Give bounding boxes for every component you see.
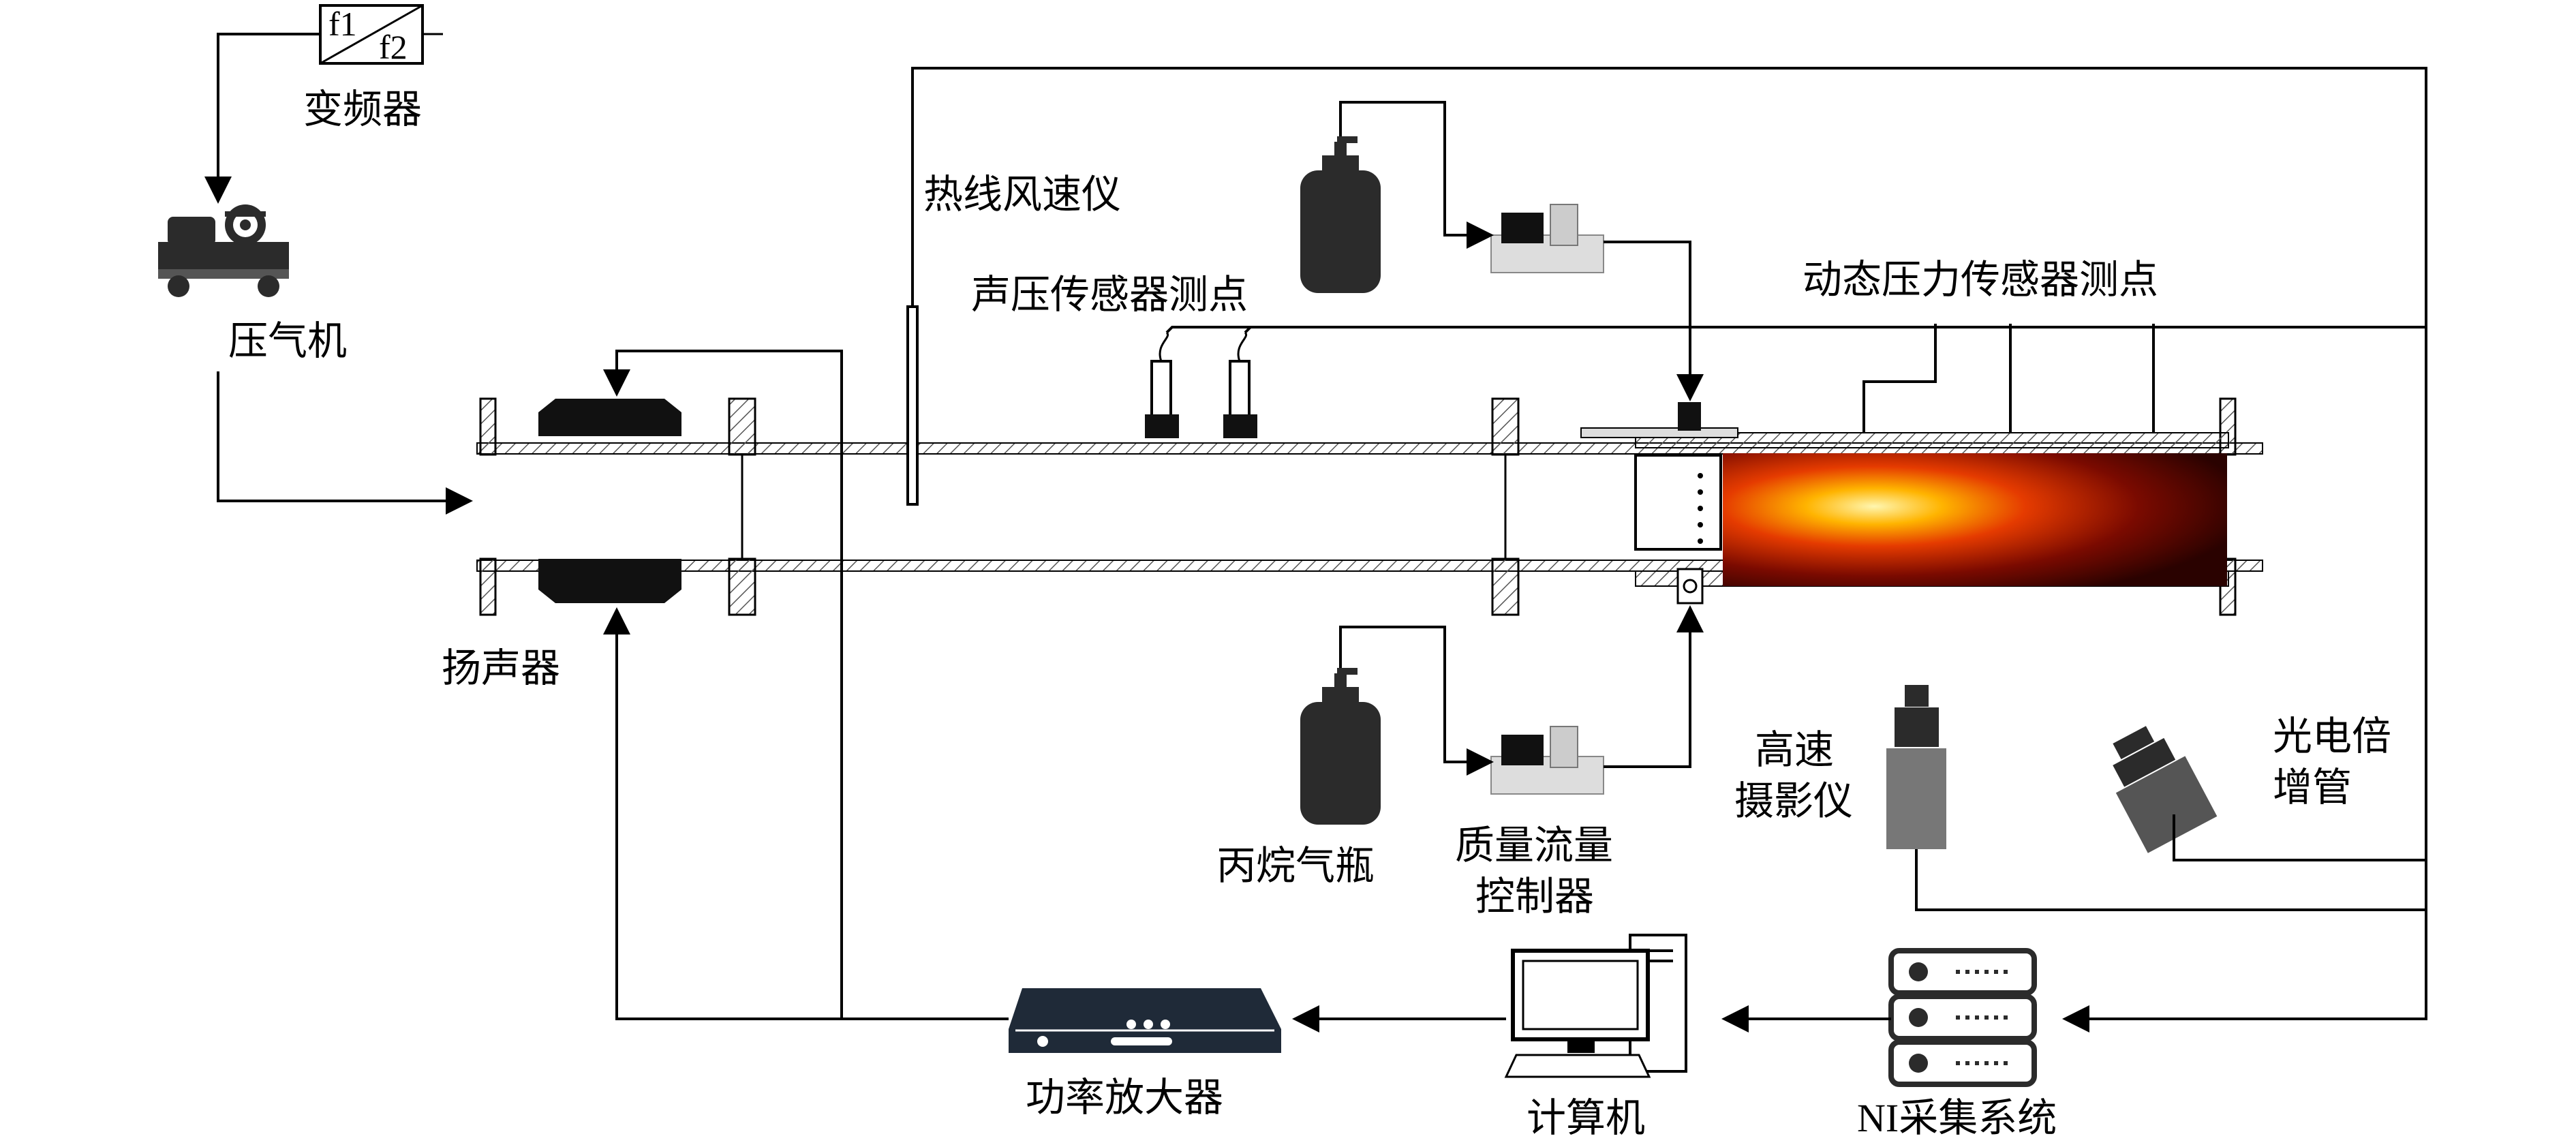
inverter-label: 变频器: [303, 87, 422, 132]
high-speed-camera-icon: [1886, 685, 1946, 849]
inverter-icon: f1 f2: [319, 4, 443, 66]
acoustic-sensor-label: 声压传感器测点: [971, 273, 1248, 317]
photomultiplier-icon: [2113, 726, 2218, 853]
high-speed-camera-label-line1: 高速: [1755, 728, 1834, 772]
flame-image: [1723, 453, 2227, 586]
mfc-bottom-icon: [1490, 726, 1604, 795]
computer-icon: [1504, 934, 1687, 1078]
mfc-label-line2: 控制器: [1475, 874, 1594, 919]
ni-acquisition-icon: [1888, 948, 2037, 1087]
computer-label: 计算机: [1527, 1096, 1645, 1140]
photomultiplier-label-line1: 光电倍: [2273, 714, 2391, 759]
compressor-label: 压气机: [228, 319, 347, 363]
high-speed-camera-label-line2: 摄影仪: [1734, 779, 1853, 823]
hotwire-probe-icon: [906, 305, 919, 506]
combustor-tube: [476, 397, 2263, 616]
photomultiplier-label-line2: 增管: [2273, 765, 2352, 810]
ni-system-label: NI采集系统: [1857, 1096, 2057, 1140]
propane-bottle-top-icon: [1300, 136, 1381, 293]
inverter-f1-label: f1: [328, 5, 357, 43]
mfc-top-icon: [1490, 204, 1604, 273]
power-amplifier-icon: [1009, 988, 1281, 1053]
speaker-label: 扬声器: [442, 646, 560, 690]
acoustic-sensor-1-icon: [1145, 331, 1179, 438]
speaker-top-icon: [538, 399, 681, 436]
fuel-injector-icon: [1634, 402, 1722, 605]
compressor-icon: [158, 204, 289, 297]
speaker-bottom-icon: [538, 559, 681, 603]
propane-bottle-label: 丙烷气瓶: [1216, 844, 1375, 888]
propane-bottle-bottom-icon: [1300, 668, 1381, 825]
inverter-f2-label: f2: [379, 28, 408, 66]
hotwire-label: 热线风速仪: [923, 172, 1121, 217]
dynamic-pressure-label: 动态压力传感器测点: [1803, 258, 2158, 302]
mfc-label-line1: 质量流量: [1455, 823, 1613, 868]
power-amplifier-label: 功率放大器: [1026, 1075, 1223, 1120]
acoustic-sensor-2-icon: [1223, 331, 1257, 438]
